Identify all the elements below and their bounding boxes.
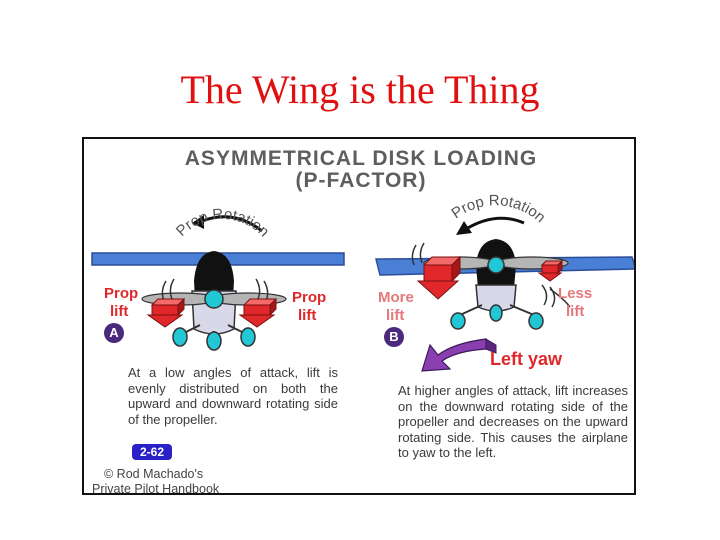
more-lift-label-b: More lift bbox=[378, 289, 414, 324]
lift-arrow-less-b bbox=[537, 259, 564, 282]
wheel-left-b bbox=[450, 312, 466, 330]
lift-arrow-right-a bbox=[238, 297, 278, 328]
p-factor-figure: Prop Rotation Prop Rotation ASYMMETRICAL… bbox=[82, 137, 636, 495]
airplane-b bbox=[375, 216, 634, 330]
prop-rotation-label-b: Prop Rotation bbox=[449, 192, 549, 226]
figure-heading-line1: ASYMMETRICAL DISK LOADING bbox=[184, 147, 538, 170]
less-lift-label-b: Less lift bbox=[558, 285, 593, 320]
panel-b-caption: At higher angles of attack, lift increas… bbox=[398, 383, 628, 460]
panel-a-caption: At a low angles of attack, lift is evenl… bbox=[128, 365, 338, 427]
panel-b-marker: B bbox=[384, 327, 404, 347]
panel-a-marker: A bbox=[104, 323, 124, 343]
figure-heading-line2: (P-FACTOR) bbox=[295, 169, 427, 192]
rotation-arrow-a bbox=[201, 215, 263, 233]
slide-title: The Wing is the Thing bbox=[180, 67, 540, 112]
prop-rotation-label-a: Prop Rotation bbox=[173, 206, 273, 241]
left-yaw-label: Left yaw bbox=[490, 349, 563, 369]
lift-arrow-more-b bbox=[416, 255, 462, 300]
figure-number-badge: 2-62 bbox=[132, 444, 172, 460]
spinner-b bbox=[487, 256, 505, 274]
wheel-right-b bbox=[528, 312, 544, 330]
credit: © Rod Machado's Private Pilot Handbook bbox=[92, 467, 220, 495]
rotation-arrow-b bbox=[465, 216, 525, 231]
airplane-a bbox=[91, 215, 345, 351]
wheel-nose-b bbox=[489, 304, 503, 322]
prop-lift-right-label-a: Prop lift bbox=[292, 289, 327, 324]
figure-artwork: Prop Rotation Prop Rotation bbox=[91, 192, 634, 372]
spinner-a bbox=[204, 289, 224, 309]
wheel-right-a bbox=[240, 327, 256, 347]
yaw-arrow bbox=[421, 338, 497, 372]
lift-arrow-left-a bbox=[146, 297, 186, 328]
wheel-left-a bbox=[172, 327, 188, 347]
prop-lift-left-label-a: Prop lift bbox=[104, 285, 139, 320]
wheel-nose-a bbox=[206, 331, 222, 351]
